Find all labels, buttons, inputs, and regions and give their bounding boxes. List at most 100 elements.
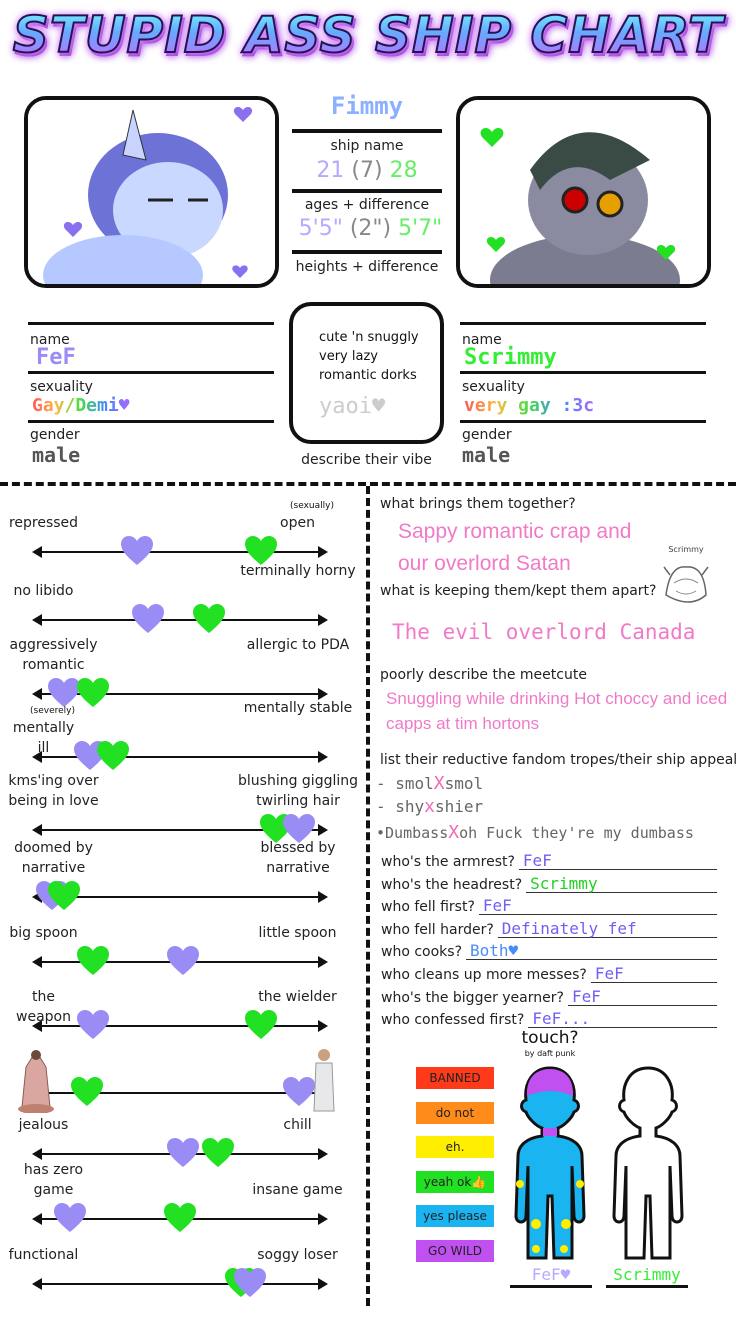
scrimmy-sexuality: very gay :3c	[464, 395, 595, 416]
slider-track	[38, 896, 322, 898]
who-row: who's the armrest?FeF	[381, 852, 717, 870]
slider-track	[38, 1283, 322, 1285]
who-answer[interactable]: FeF	[478, 897, 717, 916]
fef-heart-marker[interactable]	[282, 814, 316, 844]
scrimmy-heart-marker[interactable]	[244, 1010, 278, 1040]
fef-heart-marker[interactable]	[76, 1010, 110, 1040]
who-row: who fell first?FeF	[381, 897, 717, 916]
arrow-right-icon	[318, 751, 328, 763]
scrimmy-heart-marker[interactable]	[201, 1138, 235, 1168]
ship-name-value: Fimmy	[330, 92, 404, 120]
who-answer[interactable]: FeF	[518, 852, 717, 870]
scrimmy-heart-marker[interactable]	[244, 536, 278, 566]
trope-b: smol	[444, 774, 484, 793]
slider-right-label: blessed by narrative	[260, 840, 336, 876]
heights-row: 5'5" (2") 5'7"	[288, 216, 453, 241]
slider-track	[38, 829, 322, 831]
scrimmy-heart-marker[interactable]	[192, 604, 226, 634]
slider-left-label: repressed	[8, 515, 79, 531]
together-question: what brings them together?	[380, 496, 576, 512]
fef-heart-marker[interactable]	[166, 1138, 200, 1168]
touch-subtitle: by daft punk	[524, 1049, 576, 1058]
slider-left-label: functional	[8, 1247, 79, 1263]
heights-label: heights + difference	[295, 259, 439, 275]
who-row: who cooks?Both♥	[381, 942, 717, 961]
divider	[28, 371, 274, 374]
vibe-box: cute 'n snuggly very lazy romantic dorks…	[289, 302, 444, 444]
fef-heart-marker[interactable]	[120, 536, 154, 566]
who-answer[interactable]: Definately fef	[497, 920, 717, 938]
fef-heart-marker[interactable]	[233, 1268, 267, 1298]
who-answer[interactable]: Both♥	[466, 942, 717, 961]
scrimmy-sexuality-label: sexuality	[462, 379, 525, 395]
slider-left-label: aggressively romantic	[9, 637, 98, 673]
who-answer[interactable]: FeF	[567, 988, 717, 1006]
scrimmy-body-map	[610, 1066, 686, 1270]
slider-left-label: has zero game	[23, 1162, 84, 1198]
trope-a: •Dumbass	[376, 824, 449, 842]
trope-x: x	[424, 796, 436, 817]
touch-title: touch?	[521, 1028, 579, 1048]
ages-row: 21 (7) 28	[292, 158, 442, 183]
who-answer[interactable]: FeF	[590, 965, 717, 983]
arrow-right-icon	[318, 1020, 328, 1032]
scrimmy-body-label: Scrimmy	[613, 1265, 681, 1284]
together-answer: Sappy romantic crap and our overlord Sat…	[398, 520, 632, 575]
divider	[292, 189, 442, 193]
fancy-robe-figure-image	[18, 1047, 54, 1114]
arrow-left-icon	[32, 1148, 42, 1160]
arrow-right-icon	[318, 824, 328, 836]
arrow-right-icon	[318, 891, 328, 903]
height-difference: (2")	[349, 216, 392, 241]
scrimmy-gender: male	[462, 443, 511, 467]
arrow-left-icon	[32, 688, 42, 700]
scrimmy-heart-marker[interactable]	[96, 741, 130, 771]
fef-heart-marker[interactable]	[47, 678, 81, 708]
fef-heart-marker[interactable]	[166, 946, 200, 976]
slider-right-label: the wielder	[258, 989, 337, 1005]
age-fef: 21	[316, 158, 345, 183]
height-fef: 5'5"	[298, 216, 343, 241]
slider-left-note: (severely)	[30, 706, 75, 716]
trope-a: - shy	[376, 797, 425, 816]
arrow-right-icon	[318, 1278, 328, 1290]
trope-b: shier	[435, 797, 484, 816]
scrimmy-heart-marker[interactable]	[70, 1077, 104, 1107]
who-question: who fell first?	[381, 899, 475, 916]
slider-right-label: blushing giggling twirling hair	[238, 773, 359, 809]
fef-sexuality-label: sexuality	[30, 379, 93, 395]
slider-track	[38, 693, 322, 695]
fef-heart-marker[interactable]	[131, 604, 165, 634]
arrow-left-icon	[32, 1213, 42, 1225]
divider	[606, 1285, 688, 1288]
who-answer[interactable]: FeF...	[528, 1010, 717, 1029]
height-scrimmy: 5'7"	[398, 216, 443, 241]
slider-right-note: (sexually)	[290, 501, 334, 511]
scrimmy-heart-marker[interactable]	[76, 946, 110, 976]
fef-heart-marker[interactable]	[53, 1203, 87, 1233]
arrow-right-icon	[318, 546, 328, 558]
scrimmy-heart-marker[interactable]	[47, 881, 81, 911]
divider	[28, 322, 274, 325]
slider-track	[38, 756, 322, 758]
slider-left-label: the weapon	[16, 989, 71, 1025]
scrimmy-heart-marker[interactable]	[163, 1203, 197, 1233]
vibe-scribble: yaoi♥	[319, 394, 386, 419]
arrow-left-icon	[32, 546, 42, 558]
who-row: who fell harder?Definately fef	[381, 920, 717, 938]
arrow-left-icon	[32, 614, 42, 626]
trope-a: - smol	[376, 774, 434, 793]
who-question: who's the bigger yearner?	[381, 989, 564, 1006]
who-row: who's the bigger yearner?FeF	[381, 988, 717, 1006]
divider	[292, 129, 442, 133]
fef-heart-marker[interactable]	[282, 1077, 316, 1107]
age-difference: (7)	[351, 158, 383, 183]
age-scrimmy: 28	[389, 158, 418, 183]
scrimmy-heart-marker[interactable]	[76, 678, 110, 708]
who-answer[interactable]: Scrimmy	[526, 875, 717, 893]
slider-right-label: soggy loser	[257, 1247, 338, 1263]
touch-key: eh.	[416, 1136, 494, 1159]
slider-left-label: mentally ill	[12, 720, 75, 756]
slider-right-label: chill	[283, 1117, 312, 1133]
vibe-line: cute 'n snuggly	[319, 330, 419, 345]
